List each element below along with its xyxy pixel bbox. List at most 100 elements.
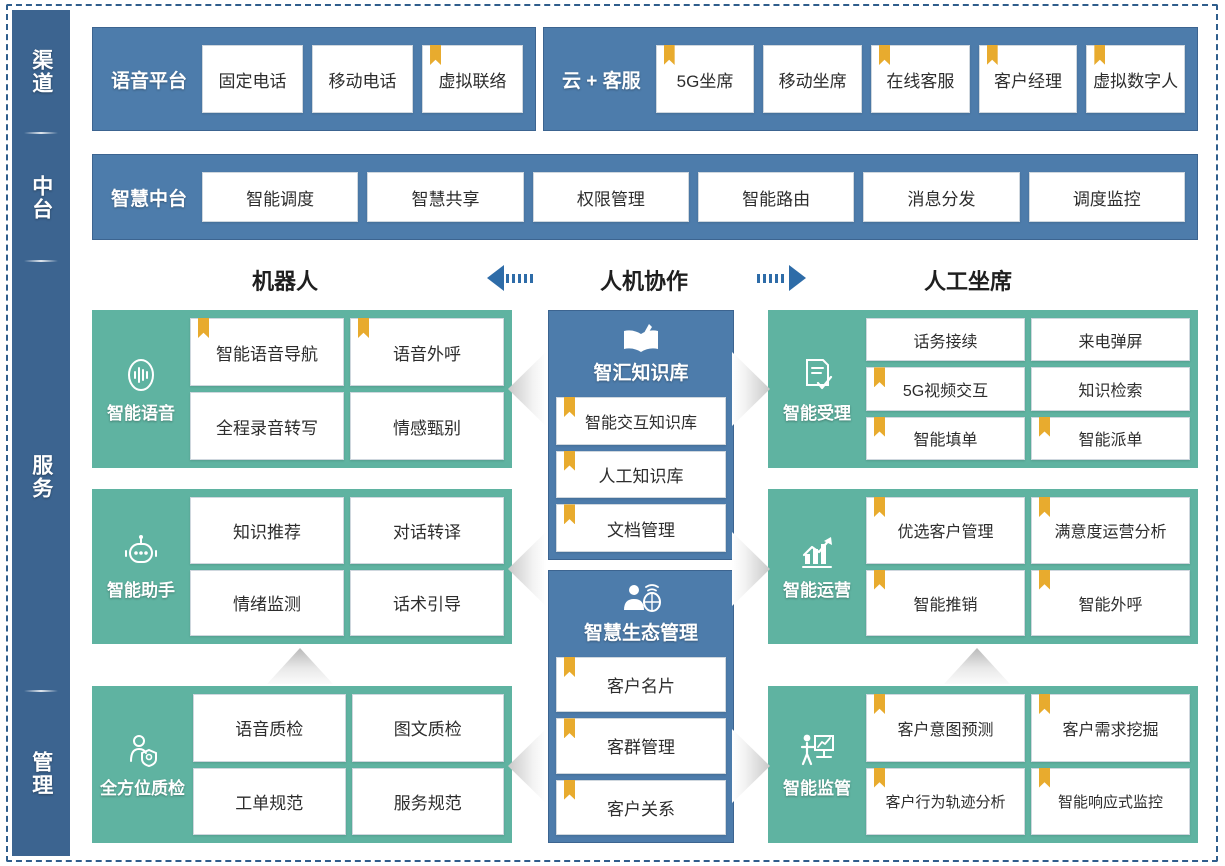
card-work-order-standard[interactable]: 工单规范 <box>193 767 346 835</box>
card-label: 5G坐席 <box>676 71 734 91</box>
card-smart-sharing[interactable]: 智慧共享 <box>367 172 524 222</box>
triangle-right <box>789 265 806 291</box>
band-items-cloud-service: 5G坐席 移动坐席 在线客服 客户经理 虚拟数字人 <box>655 45 1186 113</box>
card-smart-outbound-call[interactable]: 智能外呼 <box>1031 569 1190 636</box>
card-customer-behavior-analysis[interactable]: 客户行为轨迹分析 <box>866 767 1025 835</box>
card-5g-video-interaction[interactable]: 5G视频交互 <box>866 367 1025 411</box>
card-label: 客户需求挖掘 <box>1062 721 1159 739</box>
card-premium-customer-mgmt[interactable]: 优选客户管理 <box>866 497 1025 564</box>
sidebar-divider <box>24 260 58 262</box>
card-message-distribution[interactable]: 消息分发 <box>863 172 1020 222</box>
block-smart-voice: 智能语音 智能语音导航 语音外呼 全程录音转写 情感甄别 <box>92 310 512 468</box>
card-dispatch-monitor[interactable]: 调度监控 <box>1028 172 1185 222</box>
block-smart-assistant: 智能助手 知识推荐 对话转译 情绪监测 话术引导 <box>92 489 512 644</box>
card-label: 客户意图预测 <box>897 721 994 739</box>
block-smart-supervision: 智能监管 客户意图预测 客户需求挖掘 客户行为轨迹分析 智能响应式监控 <box>768 686 1198 843</box>
card-mobile-seat[interactable]: 移动坐席 <box>763 45 862 113</box>
card-incoming-call-popup[interactable]: 来电弹屏 <box>1031 318 1190 362</box>
block-eco-management: 智慧生态管理 客户名片 客群管理 客户关系 <box>548 570 734 843</box>
card-label: 知识推荐 <box>233 522 301 542</box>
bookmark-icon <box>1039 497 1050 517</box>
card-call-connection[interactable]: 话务接续 <box>866 318 1025 362</box>
card-label: 优选客户管理 <box>897 524 994 542</box>
card-knowledge-retrieval[interactable]: 知识检索 <box>1031 367 1190 411</box>
card-knowledge-recommendation[interactable]: 知识推荐 <box>190 497 344 564</box>
band-title-mid-platform: 智慧中台 <box>111 188 188 210</box>
card-account-manager[interactable]: 客户经理 <box>978 45 1078 113</box>
block-head-knowledge-base: 智汇知识库 <box>556 318 726 391</box>
diagram-outer-frame <box>6 4 1218 862</box>
card-smart-interactive-kb[interactable]: 智能交互知识库 <box>556 397 726 445</box>
card-label: 客户经理 <box>994 71 1062 91</box>
block-grid-smart-acceptance: 话务接续 来电弹屏 5G视频交互 知识检索 智能填单 智能派单 <box>866 318 1190 460</box>
card-smart-responsive-monitoring[interactable]: 智能响应式监控 <box>1031 767 1190 835</box>
growth-chart-icon <box>797 532 837 572</box>
card-smart-routing[interactable]: 智能路由 <box>698 172 855 222</box>
card-satisfaction-analysis[interactable]: 满意度运营分析 <box>1031 497 1190 564</box>
card-label: 语音外呼 <box>393 344 461 364</box>
sidebar-section-service[interactable]: 服务 <box>12 262 70 692</box>
card-mobile-phone[interactable]: 移动电话 <box>312 45 414 113</box>
card-emotion-monitoring[interactable]: 情绪监测 <box>190 569 344 636</box>
card-label: 情绪监测 <box>233 595 301 615</box>
block-name-smart-operation: 智能运营 <box>783 581 851 600</box>
card-label: 智能响应式监控 <box>1057 793 1163 811</box>
card-customer-demand-mining[interactable]: 客户需求挖掘 <box>1031 694 1190 762</box>
layer-sidebar: 渠道 中台 服务 管理 <box>12 10 70 856</box>
sidebar-label-channel: 渠道 <box>29 49 53 95</box>
card-voice-quality-inspection[interactable]: 语音质检 <box>193 694 346 762</box>
block-side-smart-voice: 智能语音 <box>100 318 182 460</box>
card-permission-mgmt[interactable]: 权限管理 <box>532 172 689 222</box>
card-smart-marketing[interactable]: 智能推销 <box>866 569 1025 636</box>
card-virtual-contact[interactable]: 虚拟联络 <box>422 45 524 113</box>
block-knowledge-base: 智汇知识库 智能交互知识库 人工知识库 文档管理 <box>548 310 734 560</box>
card-label: 图文质检 <box>393 720 462 740</box>
card-full-recording-transcription[interactable]: 全程录音转写 <box>190 392 344 460</box>
band-title-cloud-service: 云 + 客服 <box>562 70 641 92</box>
card-service-standard[interactable]: 服务规范 <box>351 767 504 835</box>
card-smart-dispatch[interactable]: 智能调度 <box>202 172 359 222</box>
column-header-human-agent: 人工坐席 <box>924 269 1013 294</box>
card-5g-seat[interactable]: 5G坐席 <box>655 45 755 113</box>
card-fixed-phone[interactable]: 固定电话 <box>202 45 304 113</box>
block-side-smart-supervision: 智能监管 <box>776 694 858 835</box>
card-smart-dispatch-order[interactable]: 智能派单 <box>1031 416 1190 460</box>
card-voice-outbound[interactable]: 语音外呼 <box>350 318 504 386</box>
sidebar-divider <box>24 690 58 692</box>
person-shield-icon <box>123 730 163 770</box>
card-label: 满意度运营分析 <box>1054 524 1167 542</box>
card-label: 固定电话 <box>218 71 287 91</box>
sidebar-section-midplatform[interactable]: 中台 <box>12 134 70 262</box>
block-name-smart-assistant: 智能助手 <box>107 581 175 600</box>
band-items-mid-platform: 智能调度 智慧共享 权限管理 智能路由 消息分发 调度监控 <box>202 172 1185 222</box>
bookmark-icon <box>874 767 885 788</box>
card-customer-relationship[interactable]: 客户关系 <box>556 779 726 835</box>
card-customer-group-mgmt[interactable]: 客群管理 <box>556 718 726 774</box>
sidebar-section-channel[interactable]: 渠道 <box>12 10 70 134</box>
card-script-guidance[interactable]: 话术引导 <box>350 569 504 636</box>
card-smart-voice-navigation[interactable]: 智能语音导航 <box>190 318 344 386</box>
block-name-full-quality-inspection: 全方位质检 <box>100 779 185 798</box>
card-customer-card[interactable]: 客户名片 <box>556 657 726 713</box>
band-items-voice-platform: 固定电话 移动电话 虚拟联络 <box>202 45 524 113</box>
card-smart-form-filling[interactable]: 智能填单 <box>866 416 1025 460</box>
card-dialogue-translation[interactable]: 对话转译 <box>350 497 504 564</box>
card-manual-kb[interactable]: 人工知识库 <box>556 450 726 499</box>
block-full-quality-inspection: 全方位质检 语音质检 图文质检 工单规范 服务规范 <box>92 686 512 843</box>
block-grid-smart-operation: 优选客户管理 满意度运营分析 智能推销 智能外呼 <box>866 497 1190 636</box>
card-customer-intent-prediction[interactable]: 客户意图预测 <box>866 694 1025 762</box>
bookmark-icon <box>564 450 575 471</box>
card-label: 客户关系 <box>607 799 675 819</box>
sidebar-section-management[interactable]: 管理 <box>12 692 70 856</box>
card-label: 调度监控 <box>1072 189 1141 209</box>
card-label: 智能语音导航 <box>216 344 318 364</box>
card-document-management[interactable]: 文档管理 <box>556 504 726 553</box>
card-virtual-human[interactable]: 虚拟数字人 <box>1086 45 1186 113</box>
card-text-image-quality-inspection[interactable]: 图文质检 <box>351 694 504 762</box>
card-emotion-discrimination[interactable]: 情感甄别 <box>350 392 504 460</box>
card-label: 情感甄别 <box>393 418 461 438</box>
card-online-service[interactable]: 在线客服 <box>871 45 970 113</box>
block-smart-acceptance: 智能受理 话务接续 来电弹屏 5G视频交互 知识检索 智能填单 智能派单 <box>768 310 1198 468</box>
band-title-voice-platform: 语音平台 <box>111 70 188 92</box>
